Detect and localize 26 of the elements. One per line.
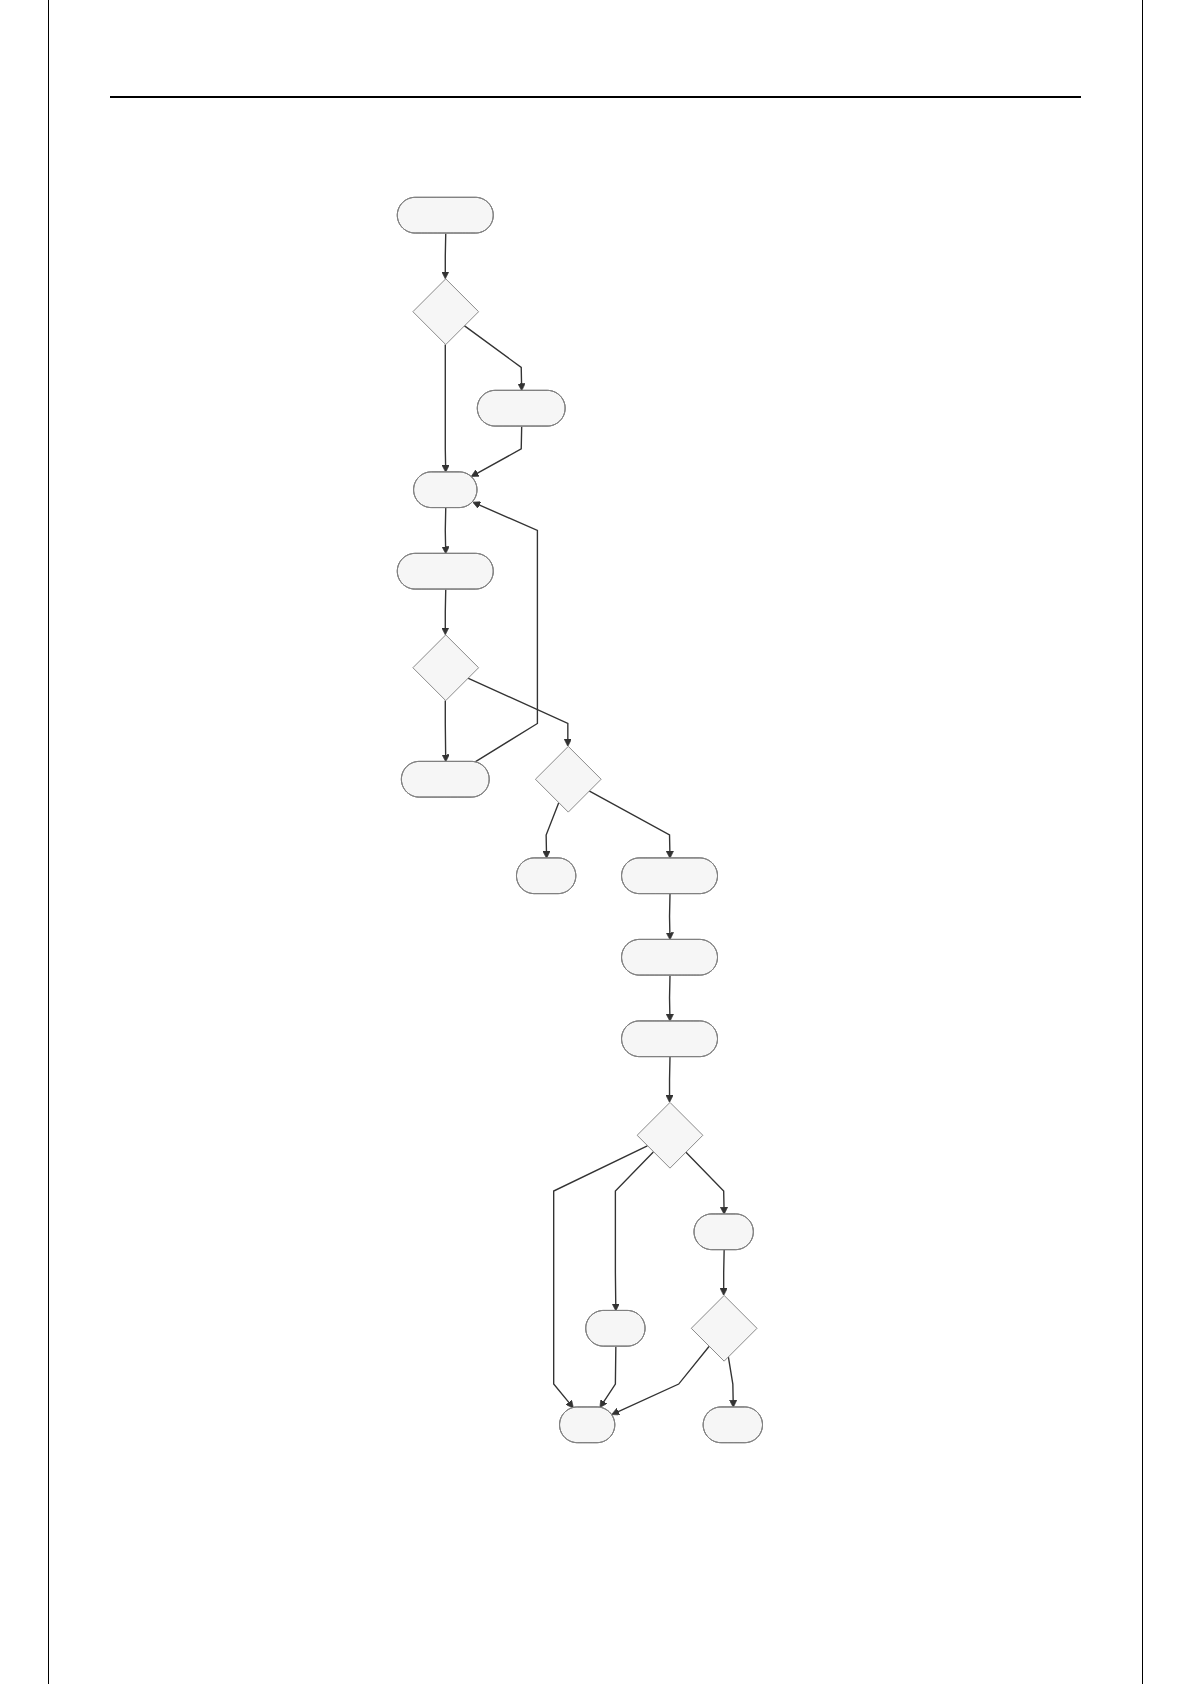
arrow	[665, 974, 674, 1022]
arrow	[441, 699, 450, 763]
arrow	[611, 1345, 710, 1416]
node-diamond	[412, 278, 480, 346]
arrow	[685, 1151, 729, 1215]
arrow	[665, 1056, 674, 1103]
arrow	[599, 1345, 617, 1408]
arrow	[470, 425, 523, 477]
arrow	[665, 893, 674, 941]
arrow	[467, 677, 572, 747]
node-diamond	[535, 745, 602, 813]
arrow	[719, 1249, 728, 1296]
arrow	[463, 324, 526, 392]
node-diamond	[690, 1294, 758, 1362]
arrow	[441, 343, 450, 473]
arrow	[472, 501, 539, 763]
node-diamond	[636, 1101, 704, 1169]
arrow	[542, 802, 560, 859]
arrow	[727, 1355, 738, 1408]
arrow	[441, 588, 450, 636]
arrow	[588, 790, 674, 859]
node-diamond	[412, 634, 480, 702]
arrow	[441, 232, 450, 280]
arrow	[553, 1145, 649, 1409]
arrow	[441, 507, 450, 555]
arrow	[611, 1151, 655, 1312]
